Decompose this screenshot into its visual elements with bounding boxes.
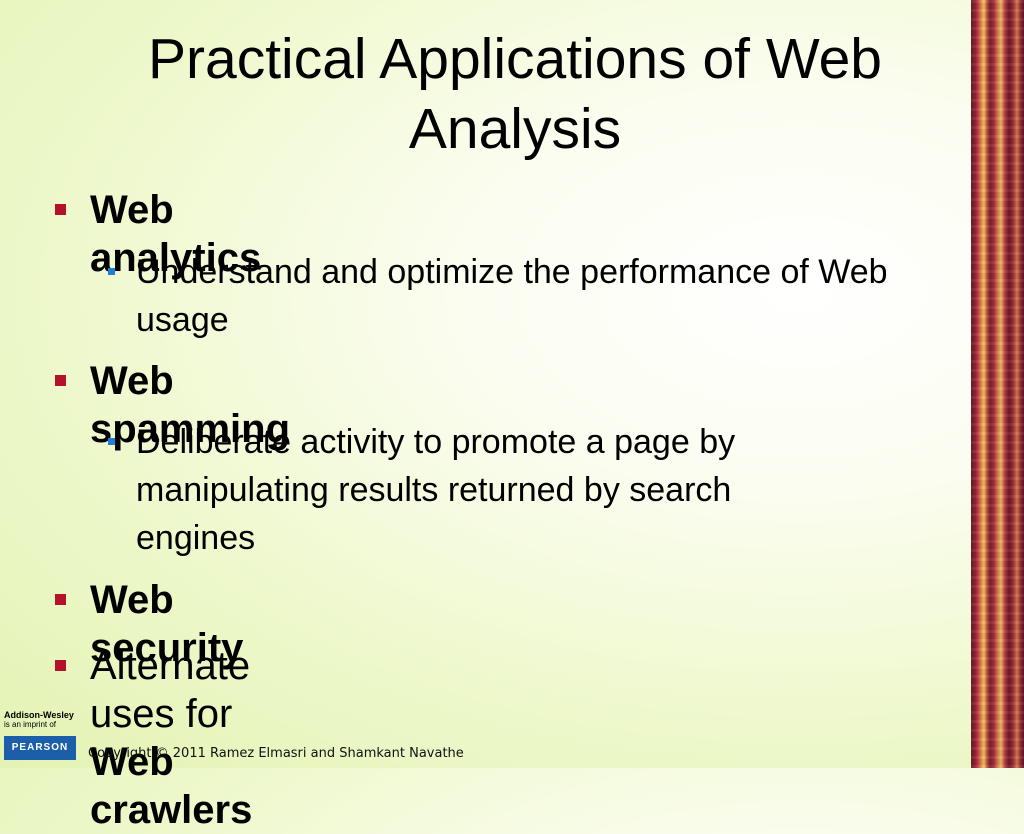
- slide-title: Practical Applications of Web Analysis: [148, 27, 882, 161]
- slide: Practical Applications of Web Analysis W…: [4, 0, 1024, 832]
- logo-imprint: is an imprint of: [4, 720, 57, 729]
- bullet-text: Web spamming: [90, 359, 291, 451]
- decorative-stripe: [971, 0, 1024, 768]
- sub-bullet-item: Understand and optimize the performance …: [108, 248, 936, 344]
- bullet-text: Web analytics: [90, 188, 262, 280]
- square-sub-bullet-icon: [108, 268, 115, 275]
- sub-bullet-text: Understand and optimize the performance …: [136, 253, 888, 339]
- logo-publisher: Addison-Wesley: [4, 710, 74, 720]
- square-bullet-icon: [55, 375, 66, 386]
- square-bullet-icon: [55, 594, 66, 605]
- pearson-logo: PEARSON: [4, 736, 76, 760]
- bullet-item: Web spamming: [55, 357, 291, 453]
- sub-bullet-item: Deliberate activity to promote a page by…: [108, 418, 856, 562]
- sub-bullet-text: Deliberate activity to promote a page by…: [136, 423, 736, 557]
- square-bullet-icon: [55, 660, 66, 671]
- footer-copyright: Copyright © 2011 Ramez Elmasri and Shamk…: [88, 746, 464, 761]
- bullet-text: Web security: [90, 578, 244, 670]
- bullet-item: Alternate uses for Web crawlers: [55, 642, 252, 834]
- bullet-text-prefix: Alternate uses for: [90, 644, 251, 736]
- square-bullet-icon: [55, 204, 66, 215]
- publisher-logo: Addison-Wesley is an imprint of PEARSON: [4, 710, 78, 760]
- bullet-item: Web analytics: [55, 186, 262, 282]
- bullet-item: Web security: [55, 576, 244, 672]
- square-sub-bullet-icon: [108, 438, 115, 445]
